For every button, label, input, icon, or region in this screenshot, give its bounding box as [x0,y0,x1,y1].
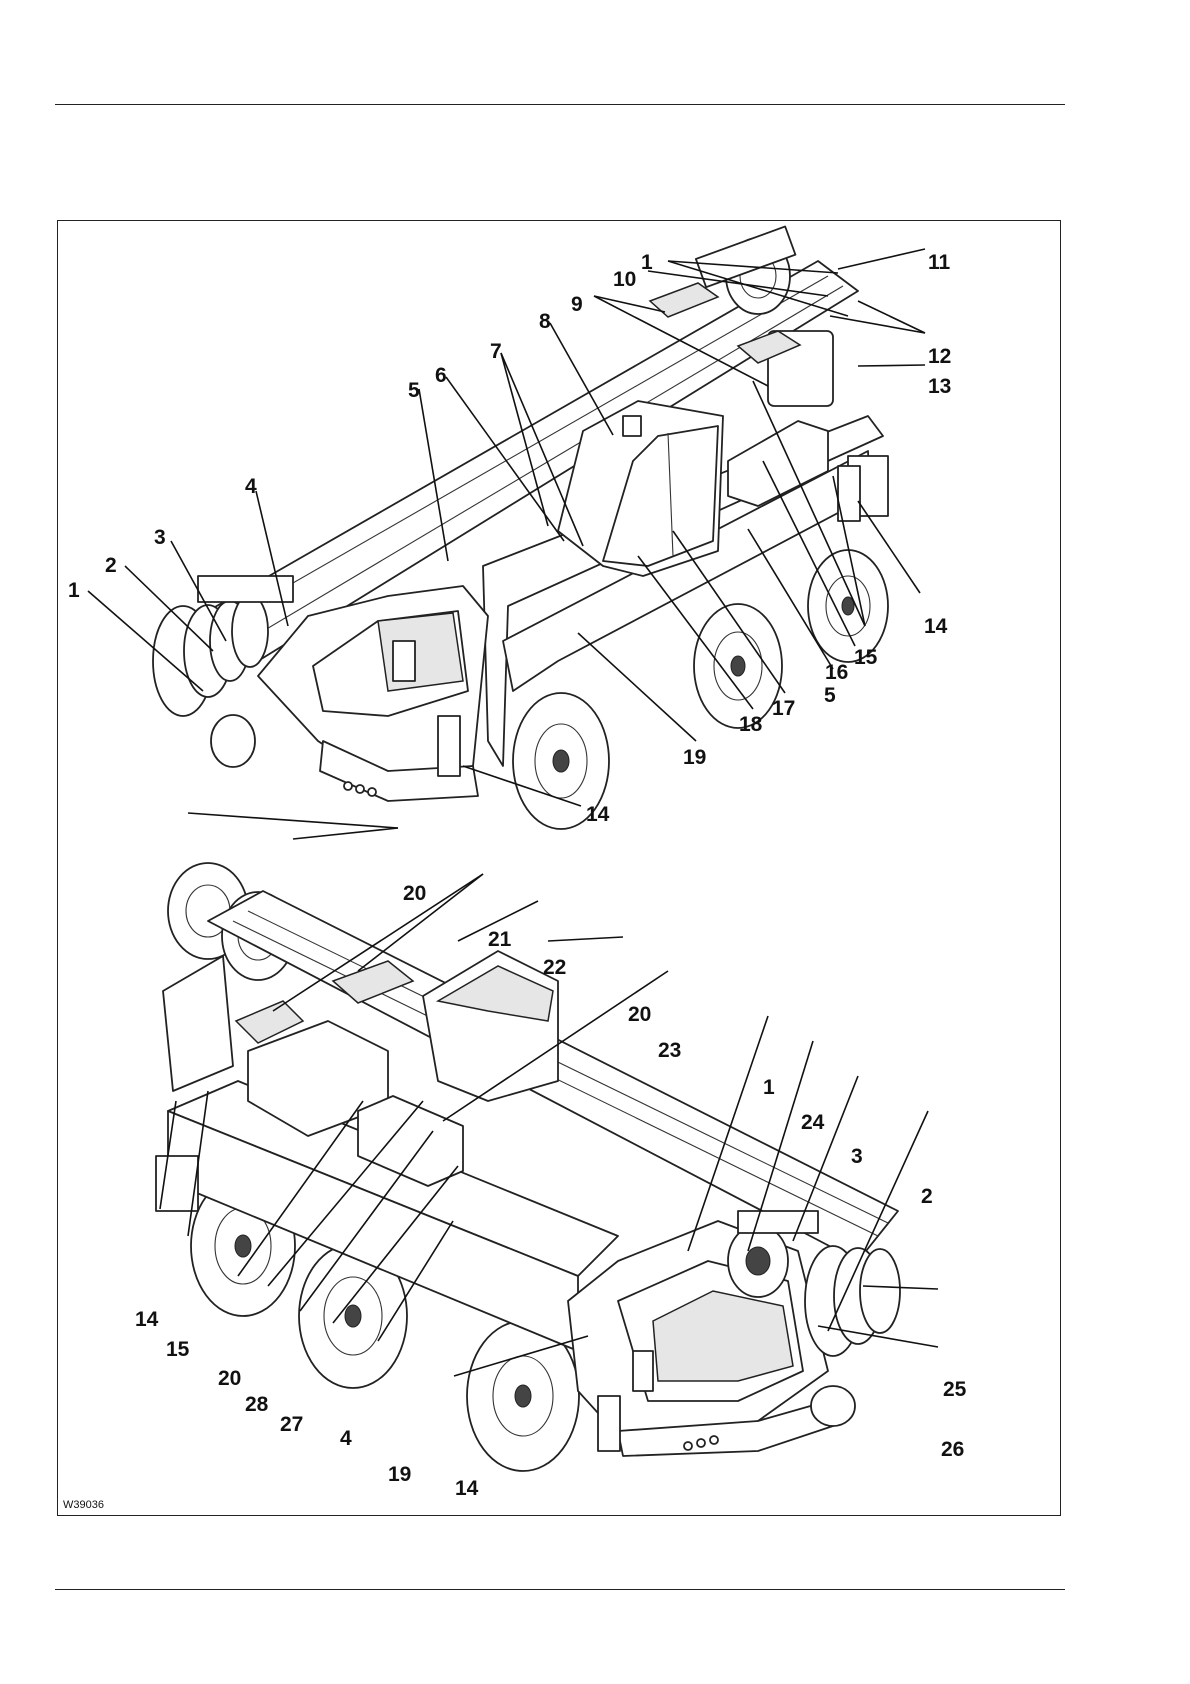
callout-bottom-20a: 20 [403,882,426,905]
callout-top-7: 7 [490,340,502,363]
figure-frame: 1 1 2 3 4 5 5 6 7 8 9 10 11 12 13 14 14 … [57,220,1061,1516]
footer-rule [55,1589,1065,1590]
callout-bottom-22: 22 [543,956,566,979]
callout-bottom-21: 21 [488,928,512,951]
top-tread-plate-left [650,283,718,317]
top-crane-drawing [153,227,888,829]
callout-top-4: 4 [245,475,257,498]
callout-top-13: 13 [928,375,951,398]
callout-top-5a: 5 [408,379,420,402]
callout-bottom-25: 25 [943,1378,967,1401]
callout-bottom-3: 3 [851,1145,863,1168]
callout-bottom-27: 27 [280,1413,303,1436]
callout-top-1a: 1 [641,251,653,274]
bottom-front-hook [811,1386,855,1426]
callout-top-16: 16 [825,661,848,684]
callout-top-19: 19 [683,746,706,769]
callout-bottom-15: 15 [166,1338,190,1361]
callout-bottom-20b: 20 [628,1003,651,1026]
callout-top-17: 17 [772,697,795,720]
callout-bottom-26: 26 [941,1438,964,1461]
callout-top-8: 8 [539,310,551,333]
callout-top-18: 18 [739,713,763,736]
bottom-outrigger-front [598,1396,620,1451]
callout-top-1b: 1 [68,579,80,602]
top-wheel-mid [694,604,782,728]
header-rule [55,104,1065,105]
callout-top-6: 6 [435,364,447,387]
bottom-crane-drawing [156,863,900,1471]
callout-bottom-14b: 14 [455,1477,479,1500]
callout-top-14b: 14 [586,803,610,826]
callout-top-9: 9 [571,293,583,316]
top-front-hook [211,715,255,767]
callout-bottom-23: 23 [658,1039,681,1062]
callout-top-14a: 14 [924,615,948,638]
callout-top-11: 11 [928,251,951,274]
callout-top-3: 3 [154,526,166,549]
bottom-rear-outrigger [156,1156,198,1211]
callout-top-15: 15 [854,646,878,669]
bottom-counterweight [163,956,233,1091]
callout-bottom-19: 19 [388,1463,411,1486]
callout-top-2: 2 [105,554,117,577]
callout-bottom-20c: 20 [218,1367,241,1390]
crane-diagram: 1 1 2 3 4 5 5 6 7 8 9 10 11 12 13 14 14 … [58,221,1061,1516]
callout-top-10: 10 [613,268,636,291]
callout-bottom-24: 24 [801,1111,825,1134]
callout-bottom-1: 1 [763,1076,775,1099]
callout-bottom-14a: 14 [135,1308,159,1331]
callout-bottom-2: 2 [921,1185,933,1208]
callout-top-5b: 5 [824,684,836,707]
callout-bottom-4: 4 [340,1427,352,1450]
figure-id-label: W39036 [63,1499,104,1511]
top-outrigger-front [438,716,460,776]
callout-bottom-28: 28 [245,1393,269,1416]
top-winch [696,227,796,314]
callout-top-12: 12 [928,345,951,368]
